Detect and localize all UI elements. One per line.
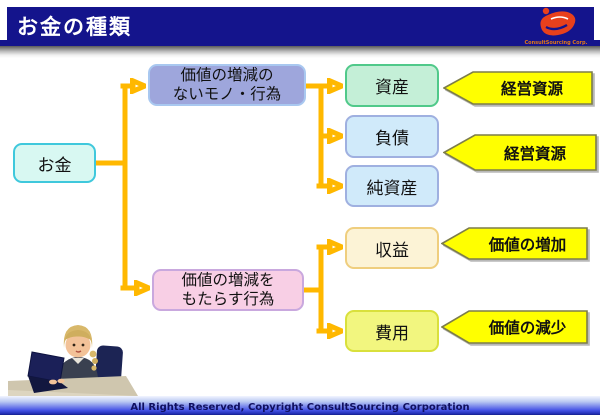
node-value-change: 価値の増減を もたらす行為: [152, 269, 304, 311]
node-no-value-change-line2: ないモノ・行為: [172, 85, 282, 103]
callout-value-increase: 価値の増加: [441, 227, 588, 260]
company-logo: ConsultSourcing Corp.: [520, 6, 592, 46]
callout-value-decrease: 価値の減少: [441, 310, 588, 344]
callout-management-resources-2: 経営資源: [443, 134, 597, 171]
header-shadow: [0, 46, 600, 58]
callout-label: 経営資源: [503, 144, 566, 163]
node-revenue-label: 収益: [375, 240, 409, 261]
footer-bar: All Rights Reserved, Copyright ConsultSo…: [0, 396, 600, 415]
node-assets-label: 資産: [375, 78, 409, 98]
left-arrow-callout-shape: [443, 71, 593, 105]
callout-label: 価値の増加: [488, 235, 567, 254]
node-expenses-label: 費用: [375, 323, 409, 344]
left-arrow-callout-shape: [441, 227, 588, 260]
left-arrow-callout-shape: [443, 134, 597, 171]
node-money-label: お金: [37, 155, 72, 176]
node-assets: 資産: [345, 64, 439, 107]
node-value-change-line2: もたらす行為: [181, 290, 275, 308]
callout-management-resources-1: 経営資源: [443, 71, 593, 105]
header-band: [0, 40, 600, 46]
node-net-assets-label: 純資産: [366, 178, 418, 199]
header-bar: [7, 7, 594, 40]
copyright-text: All Rights Reserved, Copyright ConsultSo…: [130, 401, 470, 413]
callout-label: 価値の減少: [488, 319, 567, 337]
left-arrow-callout-shape: [441, 310, 588, 344]
node-expenses: 費用: [345, 310, 439, 352]
page-title: お金の種類: [17, 15, 132, 39]
node-value-change-line1: 価値の増減を: [181, 271, 275, 289]
node-no-value-change: 価値の増減の ないモノ・行為: [148, 64, 306, 106]
node-revenue: 収益: [345, 227, 439, 269]
company-logo-text: ConsultSourcing Corp.: [524, 40, 588, 46]
company-logo-icon: [540, 7, 576, 36]
callout-label: 経営資源: [500, 80, 563, 98]
node-liabilities-label: 負債: [375, 129, 409, 149]
node-liabilities: 負債: [345, 115, 439, 158]
presenter-character-illustration: [8, 325, 138, 396]
node-money: お金: [13, 143, 96, 183]
node-no-value-change-line1: 価値の増減の: [180, 66, 274, 84]
node-net-assets: 純資産: [345, 165, 439, 207]
